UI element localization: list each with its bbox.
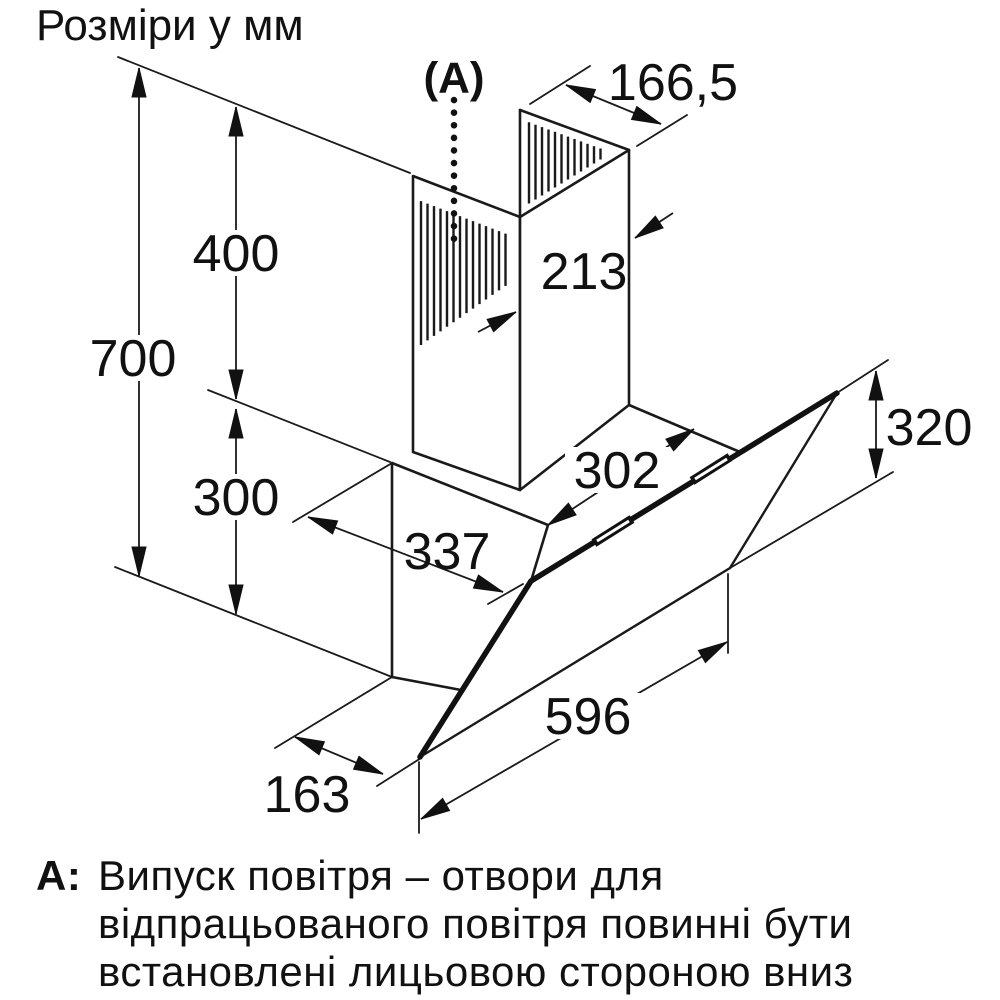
dim-label-700: 700 xyxy=(90,330,177,388)
dim-label-400: 400 xyxy=(193,225,280,283)
footnote-prefix: A: xyxy=(36,852,81,899)
footnote-line-3: встановлені лицьовою стороною вниз xyxy=(98,948,853,995)
dim-label-302: 302 xyxy=(574,442,661,500)
chimney-right-face xyxy=(518,148,631,492)
footnote-line-2: відпрацьованого повітря повинні бути xyxy=(98,900,852,947)
footnote: A: Випуск повітря – отвори для відпрацьо… xyxy=(36,852,853,995)
dim-label-166-5: 166,5 xyxy=(608,54,738,112)
dim-label-320: 320 xyxy=(886,399,973,457)
dim-label-337: 337 xyxy=(404,523,491,581)
dim-label-596: 596 xyxy=(545,688,632,746)
footnote-line-1: Випуск повітря – отвори для xyxy=(98,852,664,899)
callout-a-label: (A) xyxy=(423,53,484,102)
vent-slots-right xyxy=(527,122,602,204)
labels: Розміри у мм (A) 166,5 213 700 400 300 3… xyxy=(36,1,972,824)
dim-label-300: 300 xyxy=(193,469,280,527)
extension-lines xyxy=(114,56,894,834)
dim-label-163: 163 xyxy=(264,766,351,824)
chimney-duct xyxy=(411,108,631,492)
page-title: Розміри у мм xyxy=(36,1,304,50)
dim-label-213: 213 xyxy=(541,243,628,301)
vent-slots-left xyxy=(419,201,507,345)
